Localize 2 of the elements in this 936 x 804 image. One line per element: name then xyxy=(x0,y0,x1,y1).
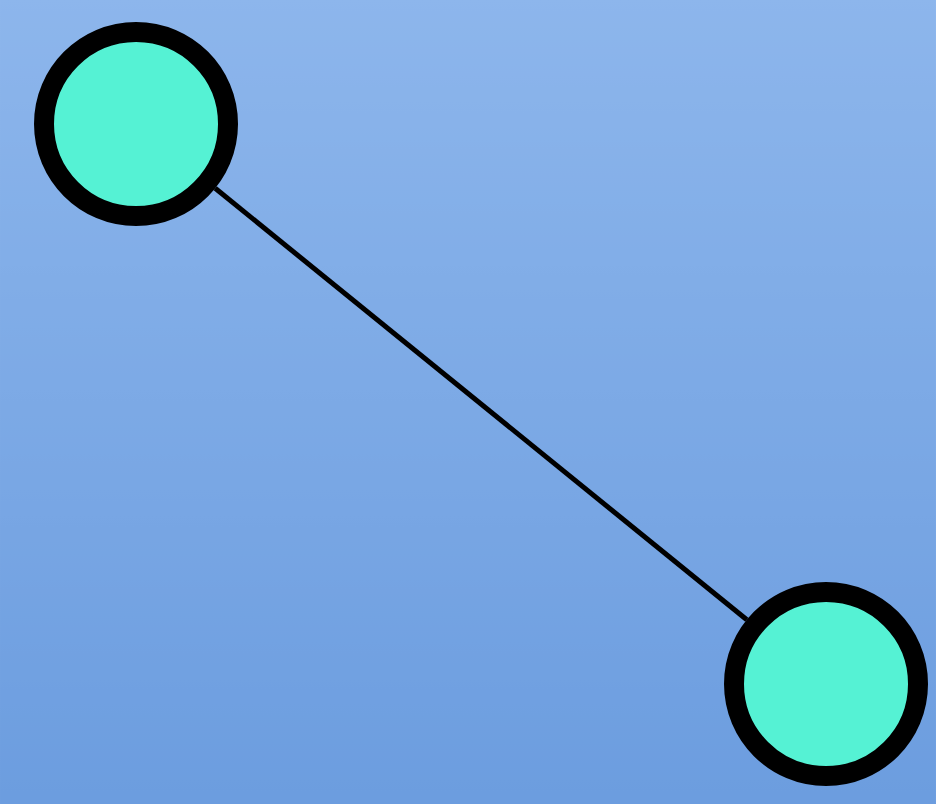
connector-line xyxy=(213,186,749,622)
circle-node xyxy=(724,582,928,786)
